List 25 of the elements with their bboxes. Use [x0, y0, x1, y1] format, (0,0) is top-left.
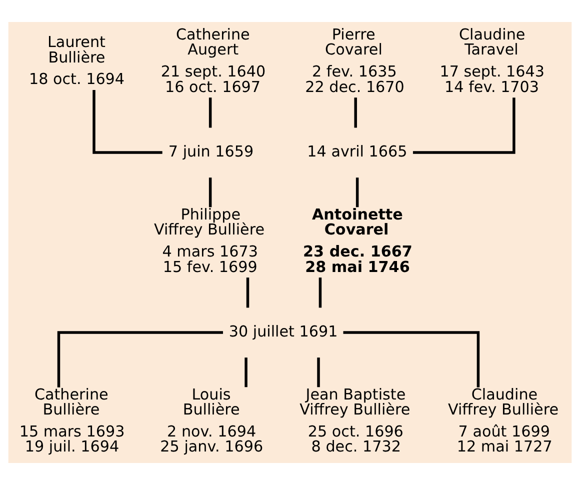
node-text: Antoinette Covarel 23 dec. 1667 28 mai 1746 — [303, 206, 412, 276]
connector — [318, 278, 322, 308]
node-text: Laurent Bullière 18 oct. 1694 — [28, 33, 125, 88]
connector — [317, 358, 320, 388]
connector — [244, 358, 248, 388]
connector — [92, 90, 162, 154]
connector — [57, 331, 223, 388]
node-text: Claudine Taravel 17 sept. 1643 14 fev. 1703 — [440, 26, 545, 96]
connector — [208, 178, 212, 208]
node-text: Jean Baptiste Viffrey Bullière 25 oct. 1696 8 dec. 1732 — [300, 386, 410, 456]
connector — [412, 98, 516, 154]
node-text: 7 juin 1659 — [168, 142, 254, 160]
node-text: Claudine Viffrey Bullière 7 août 1699 12 mai 1727 — [448, 386, 559, 456]
node-text: Catherine Augert 21 sept. 1640 16 oct. 1697 — [160, 26, 266, 96]
node-text: 14 avril 1665 — [307, 142, 408, 160]
connector — [354, 98, 357, 128]
connector — [356, 178, 359, 208]
node-text: 30 juillet 1691 — [228, 322, 338, 340]
node-text: Catherine Bullière 15 mars 1693 19 juil. 1694 — [19, 386, 125, 456]
connector — [208, 98, 212, 128]
node-text: Pierre Covarel 2 fev. 1635 22 dec. 1670 — [305, 26, 404, 96]
node-text: Philippe Viffrey Bullière 4 mars 1673 15 fev. 1699 — [154, 206, 265, 276]
connector — [343, 331, 480, 388]
node-text: Louis Bullière 2 nov. 1694 25 janv. 1696 — [160, 386, 264, 456]
connector — [246, 278, 250, 308]
